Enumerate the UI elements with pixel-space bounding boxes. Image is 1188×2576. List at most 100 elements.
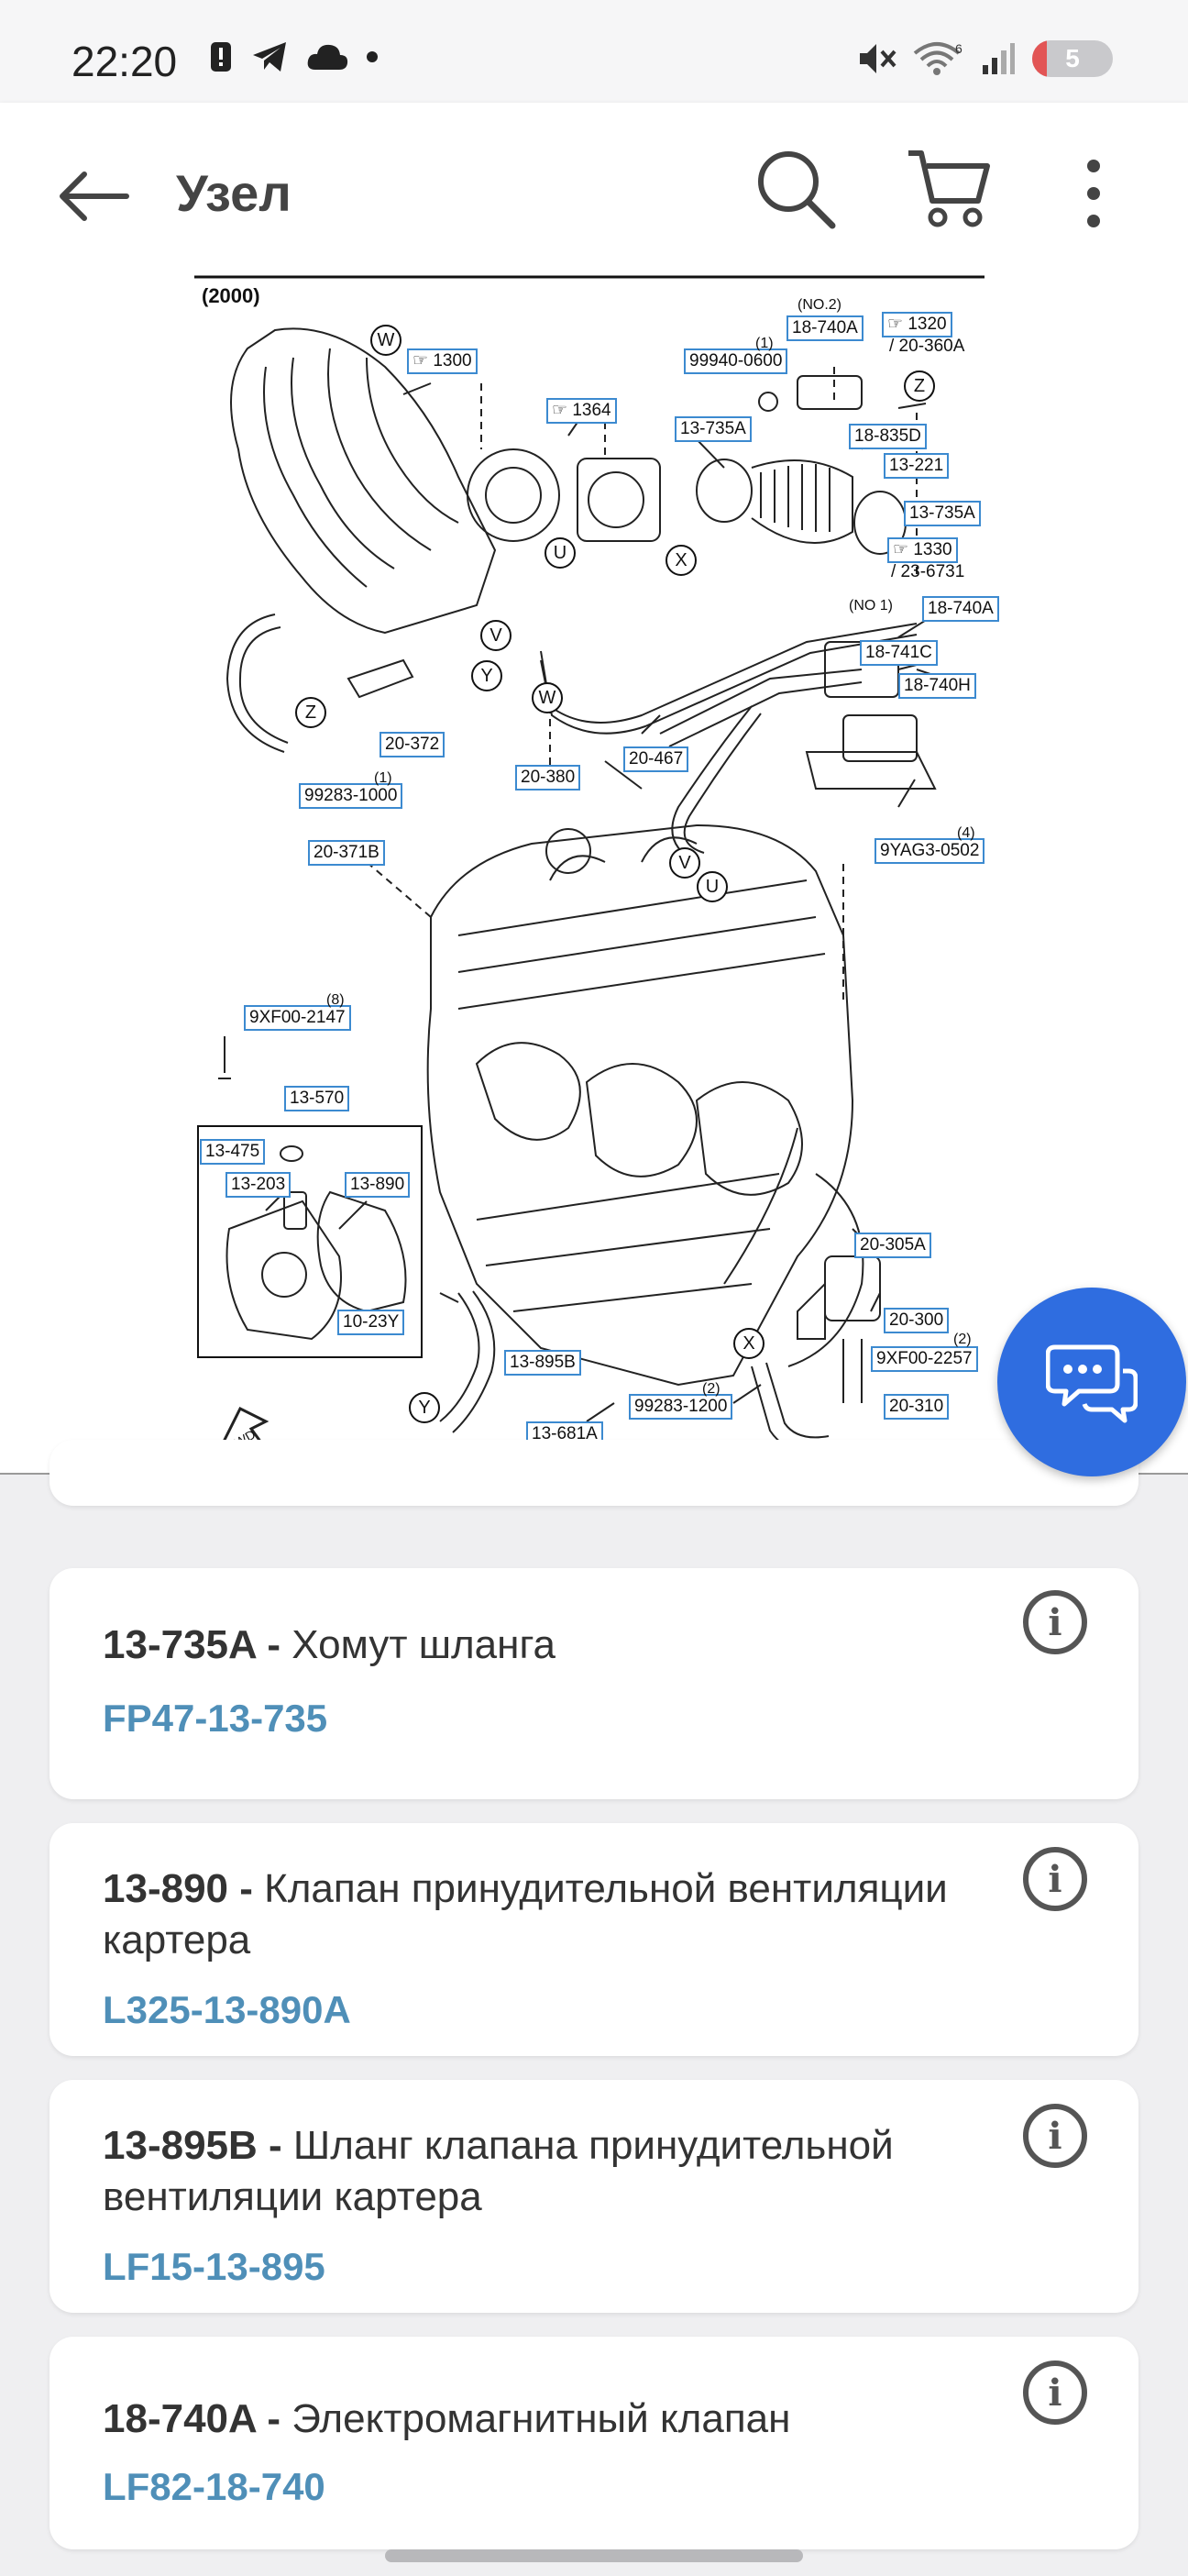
page-title: Узел: [176, 164, 292, 222]
ring-u-top: U: [544, 537, 576, 569]
qty-2a: (2): [953, 1332, 972, 1347]
ring-z-left: Z: [295, 697, 326, 728]
diagram-year: (2000): [202, 284, 260, 307]
svg-text:6: 6: [955, 41, 962, 56]
callout-18-740a-top[interactable]: 18-740A: [786, 315, 864, 341]
qty-no2: (NO.2): [798, 297, 842, 313]
callout-13-735a-b[interactable]: 13-735A: [904, 501, 981, 526]
back-arrow-icon: [60, 171, 129, 221]
info-icon: i: [1048, 1600, 1062, 1644]
info-button[interactable]: i: [1023, 2104, 1087, 2168]
callout-13-221[interactable]: 13-221: [884, 453, 950, 479]
callout-18-740h[interactable]: 18-740H: [898, 673, 976, 699]
callout-1364[interactable]: ☞ 1364: [546, 398, 617, 424]
qty-1b: (1): [374, 770, 392, 786]
callout-20-300[interactable]: 20-300: [884, 1308, 950, 1333]
cart-icon: [908, 150, 990, 227]
qty-2b: (2): [702, 1381, 720, 1397]
callout-99283-1000[interactable]: 99283-1000: [299, 783, 403, 809]
callout-10-23y[interactable]: 10-23Y: [337, 1310, 405, 1335]
list-item[interactable]: 13-735A - Хомут шланга FP47-13-735 i: [50, 1568, 1138, 1799]
callout-9xf00-2257[interactable]: 9XF00-2257: [871, 1346, 978, 1372]
dot-icon: [367, 51, 378, 62]
mute-icon: [860, 44, 896, 73]
info-button[interactable]: i: [1023, 1847, 1087, 1911]
chat-icon: [1046, 1344, 1138, 1423]
callout-99940-0600[interactable]: 99940-0600: [684, 348, 788, 374]
callout-13-475[interactable]: 13-475: [200, 1139, 266, 1165]
part-number[interactable]: FP47-13-735: [103, 1697, 328, 1740]
callout-1300[interactable]: ☞ 1300: [407, 348, 478, 374]
status-left-icons: [209, 40, 378, 73]
signal-icon: [983, 43, 1015, 74]
cart-button[interactable]: [898, 143, 999, 235]
callout-13-203[interactable]: 13-203: [226, 1172, 292, 1198]
part-title: 13-895B - Шланг клапана принудительной в…: [103, 2123, 894, 2219]
back-button[interactable]: [53, 156, 134, 237]
callout-99283-1200[interactable]: 99283-1200: [629, 1394, 733, 1420]
part-number[interactable]: L325-13-890A: [103, 1988, 351, 2031]
ring-y-top: Y: [471, 660, 502, 691]
ring-x-bottom: X: [733, 1328, 764, 1359]
info-button[interactable]: i: [1023, 1590, 1087, 1654]
battery-indicator: 5: [1032, 40, 1113, 77]
list-item[interactable]: 13-890 - Клапан принудительной вентиляци…: [50, 1823, 1138, 2056]
callout-9xf00-2147[interactable]: 9XF00-2147: [244, 1005, 351, 1031]
list-item-partial[interactable]: [50, 1440, 1138, 1506]
callout-13-890[interactable]: 13-890: [345, 1172, 411, 1198]
ring-x-top: X: [666, 545, 697, 576]
battery-level: 5: [1065, 44, 1080, 72]
callout-1330[interactable]: ☞ 1330: [887, 537, 958, 563]
telegram-icon: [253, 42, 286, 72]
home-indicator[interactable]: [385, 2549, 803, 2562]
part-number[interactable]: LF82-18-740: [103, 2465, 325, 2508]
callout-20-467[interactable]: 20-467: [623, 746, 689, 772]
status-right-icons: 6 5: [856, 40, 1113, 77]
ring-w-mid: W: [532, 682, 563, 713]
part-number[interactable]: LF15-13-895: [103, 2245, 325, 2288]
callout-13-735a-a[interactable]: 13-735A: [675, 416, 752, 442]
search-button[interactable]: [750, 143, 842, 235]
search-icon: [758, 151, 836, 229]
app-bar: Узел: [0, 103, 1188, 275]
more-options-button[interactable]: [1071, 152, 1116, 235]
status-time: 22:20: [72, 38, 178, 85]
info-button[interactable]: i: [1023, 2360, 1087, 2425]
qty-8: (8): [326, 992, 345, 1008]
info-icon: i: [1048, 2114, 1062, 2158]
info-icon: i: [1048, 1857, 1062, 1901]
callout-18-741c[interactable]: 18-741C: [860, 640, 938, 666]
callout-20-305a[interactable]: 20-305A: [854, 1233, 931, 1258]
more-vert-icon: [1087, 160, 1100, 227]
qty-1a: (1): [755, 336, 774, 351]
qty-4: (4): [957, 825, 975, 841]
ring-z-top: Z: [904, 370, 935, 402]
part-title: 13-890 - Клапан принудительной вентиляци…: [103, 1866, 948, 1962]
callout-9yag3-0502[interactable]: 9YAG3-0502: [874, 838, 985, 864]
qty-no1: (NO 1): [849, 598, 893, 614]
callout-13-895b[interactable]: 13-895B: [504, 1350, 581, 1376]
callout-20-310[interactable]: 20-310: [884, 1394, 950, 1420]
part-title: 18-740A - Электромагнитный клапан: [103, 2396, 791, 2441]
callout-18-740a-mid[interactable]: 18-740A: [922, 596, 999, 622]
callout-20-380[interactable]: 20-380: [515, 765, 581, 790]
engine-illustration: FWD: [194, 275, 984, 1473]
callout-18-835d[interactable]: 18-835D: [849, 424, 927, 449]
ring-v-mid: V: [669, 847, 700, 879]
info-icon: i: [1048, 2371, 1062, 2415]
callout-23-6731[interactable]: / 23-6731: [891, 562, 965, 581]
ring-u-mid: U: [697, 871, 728, 902]
alert-icon: [211, 42, 231, 72]
callout-20-360a[interactable]: / 20-360A: [889, 337, 965, 356]
ring-y-bottom: Y: [409, 1392, 440, 1423]
callout-1320[interactable]: ☞ 1320: [882, 312, 952, 337]
callout-13-570[interactable]: 13-570: [284, 1086, 350, 1111]
list-item[interactable]: 13-895B - Шланг клапана принудительной в…: [50, 2080, 1138, 2313]
ring-w-top: W: [370, 325, 402, 356]
callout-20-371b[interactable]: 20-371B: [308, 840, 385, 866]
parts-diagram[interactable]: FWD (2000) ☞ 1300 ☞ 1364 ☞ 1320 / 20-360…: [0, 275, 1188, 1475]
cloud-icon: [307, 44, 348, 70]
chat-button[interactable]: [997, 1288, 1186, 1476]
callout-20-372[interactable]: 20-372: [380, 732, 446, 757]
list-item[interactable]: 18-740A - Электромагнитный клапан LF82-1…: [50, 2337, 1138, 2549]
